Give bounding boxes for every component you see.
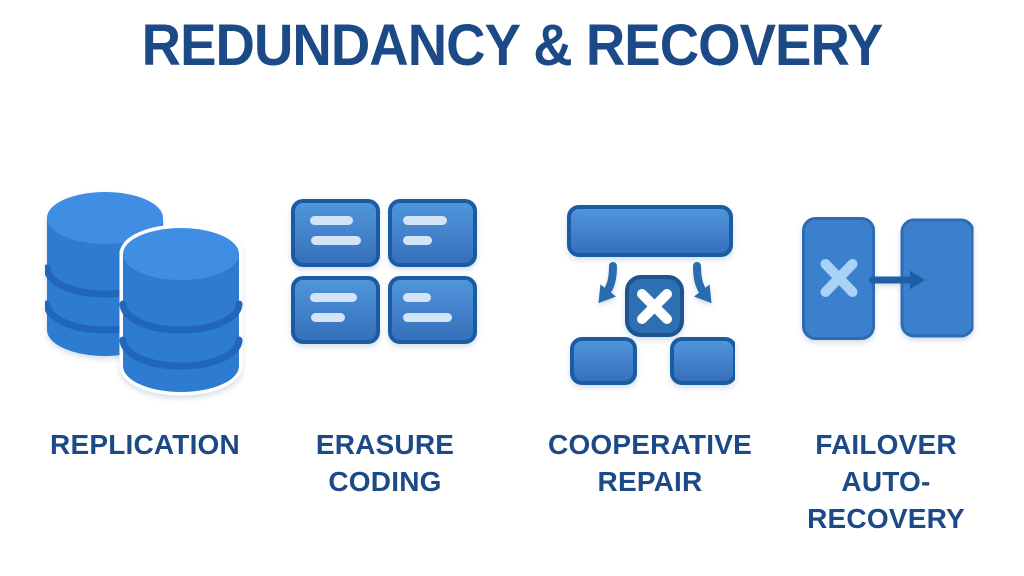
cooperative-repair-icon-wrap [565, 205, 735, 389]
cooperative-repair-icon [567, 205, 735, 385]
failed-node [625, 275, 684, 337]
source-node-bar [567, 205, 733, 257]
concept-label-replication: REPLICATION [50, 429, 240, 460]
failover-auto-recovery-icon [802, 217, 974, 340]
database-cylinder-front [119, 228, 243, 392]
card-text-line [311, 313, 345, 322]
database-replication-icon [45, 192, 243, 396]
concept-cooperative-repair: COOPERATIVE REPAIR [530, 0, 770, 576]
card-text-line [403, 216, 447, 225]
x-icon [637, 289, 672, 324]
failover-icon-wrap [799, 216, 974, 342]
data-card-bottom-left [291, 276, 380, 344]
healthy-node-left [570, 337, 637, 385]
data-card-top-right [388, 199, 477, 267]
card-text-line [403, 313, 452, 322]
replication-icon-wrap [45, 188, 245, 400]
x-icon [820, 259, 858, 297]
erasure-coding-icon-wrap [291, 199, 479, 346]
card-text-line [310, 216, 353, 225]
repair-arrow-left [598, 262, 617, 304]
concept-failover-auto-recovery: FAILOVER AUTO- RECOVERY [766, 0, 1006, 576]
page-title: REDUNDANCY & RECOVERY [141, 13, 884, 78]
data-card-top-left [291, 199, 380, 267]
concept-label-failover: FAILOVER AUTO- RECOVERY [807, 429, 965, 534]
concept-replication: REPLICATION [25, 0, 265, 576]
concept-erasure-coding: ERASURE CODING [265, 0, 505, 576]
data-card-bottom-right [388, 276, 477, 344]
concept-label-cooperative-repair: COOPERATIVE REPAIR [548, 429, 752, 497]
repair-arrow-right [693, 262, 712, 304]
card-text-line [403, 293, 431, 302]
card-text-line [310, 293, 357, 302]
failed-server [802, 217, 875, 340]
concept-label-erasure-coding: ERASURE CODING [315, 429, 455, 497]
card-text-line [311, 236, 361, 245]
healthy-node-right [670, 337, 735, 385]
erasure-coding-blocks-icon [291, 199, 477, 344]
card-text-line [403, 236, 432, 245]
